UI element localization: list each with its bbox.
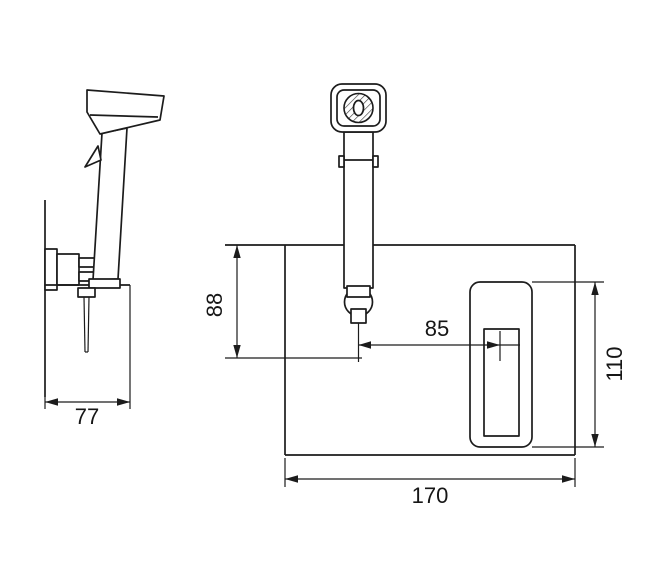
- dim-85-arrow-right: [487, 341, 500, 349]
- sprayer-head-front: [330, 83, 387, 133]
- dim-77-arrow-right: [117, 398, 130, 406]
- dim-170-label: 170: [412, 483, 449, 508]
- dim-110-arrow-up: [591, 282, 599, 295]
- mounting-bracket: [44, 248, 96, 291]
- bracket-wall-flange: [44, 248, 58, 291]
- side-view: 77: [44, 89, 165, 429]
- hand-sprayer-side: [84, 89, 165, 289]
- head-inner-rim: [336, 89, 381, 127]
- dim-110-label: 110: [602, 346, 627, 381]
- connector-lower-nut: [350, 308, 367, 324]
- spray-face-center: [352, 99, 365, 117]
- connector-upper-nut: [346, 285, 371, 298]
- dimension-77: 77: [44, 285, 131, 429]
- dimension-110: 110: [532, 281, 627, 448]
- dim-88-label: 88: [202, 293, 227, 317]
- sprayer-body: [343, 131, 374, 289]
- dim-170-arrow-right: [562, 475, 575, 483]
- dimension-88: 88: [202, 245, 362, 359]
- dim-88-arrow-up: [233, 245, 241, 258]
- dim-77-arrow-left: [45, 398, 58, 406]
- control-plate: [469, 281, 533, 448]
- dim-85-arrow-left: [358, 341, 371, 349]
- dim-170-arrow-left: [285, 475, 298, 483]
- dim-88-arrow-down: [233, 345, 241, 358]
- sprayer-right-tab: [372, 155, 379, 168]
- head-face-seam: [89, 114, 159, 118]
- control-plate-outline: [469, 281, 533, 448]
- control-plate-inner-cutout: [483, 328, 520, 437]
- hose-left-edge: [83, 296, 86, 353]
- trigger-lever: [84, 145, 102, 168]
- dim-77-label: 77: [75, 404, 99, 429]
- dim-85-label: 85: [425, 316, 449, 341]
- sprayer-head-side: [86, 89, 165, 135]
- handle-outlet-nut: [88, 278, 121, 289]
- hose: [77, 287, 96, 353]
- front-view: 88 85 110 170: [202, 83, 627, 508]
- hand-sprayer-front: [330, 83, 387, 362]
- dim-110-arrow-down: [591, 434, 599, 447]
- mounting-plate: [225, 244, 576, 456]
- dimension-85: 85: [358, 316, 520, 349]
- dimension-170: 170: [284, 458, 576, 508]
- hose-fitting: [77, 287, 96, 298]
- bracket-body: [56, 253, 80, 286]
- hose-right-edge: [87, 296, 90, 353]
- sprayer-left-tab: [338, 155, 345, 168]
- hose-connector: [343, 285, 374, 324]
- bracket-upper-pipe: [78, 257, 96, 268]
